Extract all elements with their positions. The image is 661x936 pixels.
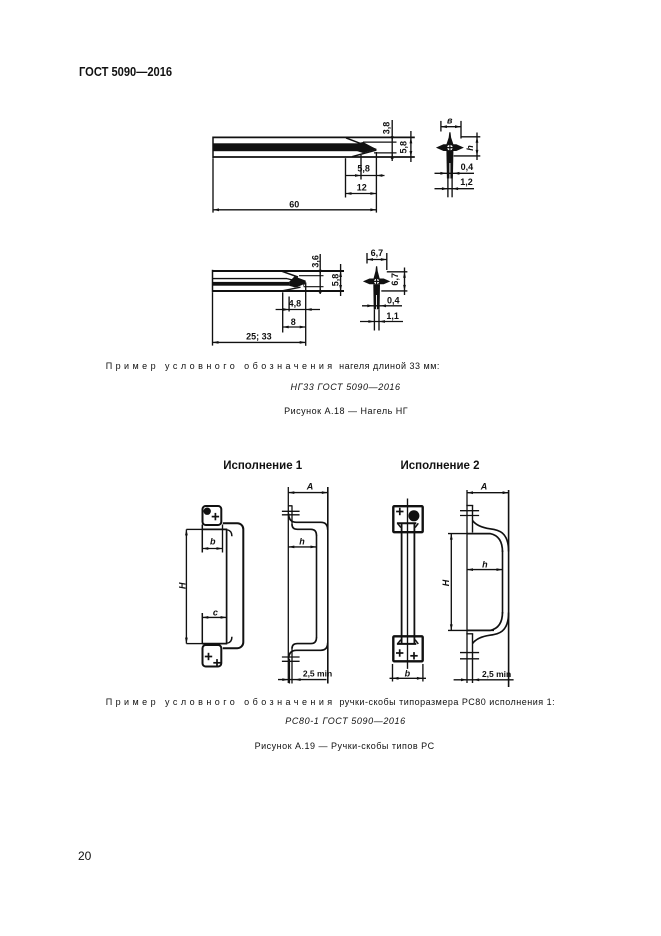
svg-text:8: 8 xyxy=(291,317,296,327)
svg-text:3,6: 3,6 xyxy=(311,255,321,268)
svg-text:6,7: 6,7 xyxy=(390,273,400,286)
svg-text:b: b xyxy=(405,668,411,678)
svg-text:5,8: 5,8 xyxy=(398,141,408,154)
svg-text:1,2: 1,2 xyxy=(460,177,473,187)
svg-text:0,4: 0,4 xyxy=(461,162,474,172)
svg-text:H: H xyxy=(441,579,451,586)
svg-text:H: H xyxy=(177,582,187,589)
svg-text:h: h xyxy=(465,145,475,151)
svg-text:6,7: 6,7 xyxy=(371,248,384,258)
svg-text:12: 12 xyxy=(357,182,367,192)
svg-text:A: A xyxy=(306,481,314,491)
svg-text:4,8: 4,8 xyxy=(289,298,302,308)
svg-text:25; 33: 25; 33 xyxy=(246,331,272,341)
svg-text:3,8: 3,8 xyxy=(382,122,392,135)
svg-text:A: A xyxy=(480,482,488,492)
svg-text:1,1: 1,1 xyxy=(386,311,399,321)
svg-text:0,4: 0,4 xyxy=(387,296,400,306)
svg-text:h: h xyxy=(299,536,305,546)
svg-text:h: h xyxy=(482,559,488,569)
svg-text:в: в xyxy=(447,116,453,126)
svg-text:60: 60 xyxy=(289,199,299,209)
svg-text:c: c xyxy=(213,607,218,617)
svg-text:5,8: 5,8 xyxy=(357,164,370,174)
svg-text:5,8: 5,8 xyxy=(331,274,341,287)
svg-text:2,5 min: 2,5 min xyxy=(303,669,332,679)
svg-text:2,5 min: 2,5 min xyxy=(482,669,511,679)
svg-text:b: b xyxy=(210,537,216,547)
